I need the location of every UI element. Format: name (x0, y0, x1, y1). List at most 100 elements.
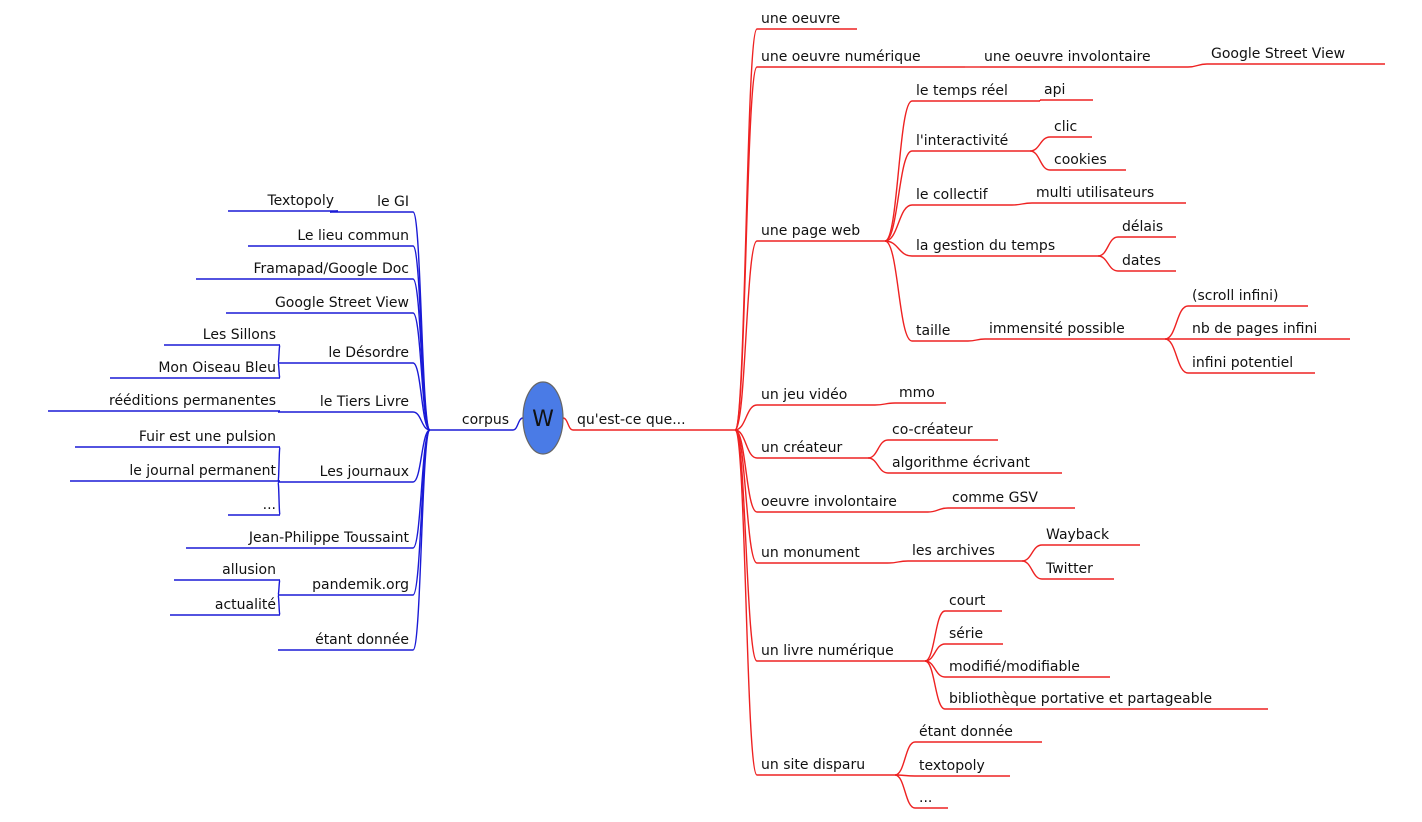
node-label: le GI (377, 194, 409, 210)
node-label: un créateur (761, 440, 843, 456)
node-label: Google Street View (1211, 46, 1345, 62)
connector-le-collectif (884, 204, 913, 242)
node-label: Les journaux (320, 464, 409, 480)
node-le-temps-reel[interactable]: le temps réel (912, 83, 1040, 102)
node-fuir-est-une-pulsion[interactable]: Fuir est une pulsion (75, 429, 280, 448)
node-etant-donnee[interactable]: étant donnée (278, 632, 413, 651)
node-label: une oeuvre involontaire (984, 49, 1151, 65)
node-modifie-modifiable[interactable]: modifié/modifiable (945, 659, 1110, 678)
node-un-site-disparu[interactable]: un site disparu (757, 757, 895, 776)
node-label: api (1044, 82, 1065, 98)
node-jean-philippe-toussaint[interactable]: Jean-Philippe Toussaint (186, 530, 413, 549)
node-label: textopoly (919, 758, 985, 774)
node-un-monument[interactable]: un monument (757, 545, 888, 564)
node-le-desordre[interactable]: le Désordre (278, 345, 413, 364)
node-textopoly[interactable]: textopoly (915, 758, 1010, 777)
node-google-street-view[interactable]: Google Street View (1207, 46, 1385, 65)
node-court[interactable]: court (945, 593, 1002, 612)
node-co-createur[interactable]: co-créateur (888, 422, 998, 441)
node-une-oeuvre[interactable]: une oeuvre (757, 11, 857, 30)
node-label: (scroll infini) (1192, 288, 1279, 304)
node-mon-oiseau-bleu[interactable]: Mon Oiseau Bleu (110, 360, 280, 379)
root-node[interactable]: W (522, 381, 564, 455)
node-etant-donnee[interactable]: étant donnée (915, 724, 1042, 743)
node-label: clic (1054, 119, 1077, 135)
node-comme-gsv[interactable]: comme GSV (948, 490, 1075, 509)
node-label: dates (1122, 253, 1161, 269)
node-label: un jeu vidéo (761, 387, 847, 403)
connector-le-temps-reel (884, 100, 913, 242)
node-un-jeu-video[interactable]: un jeu vidéo (757, 387, 875, 406)
node-google-street-view[interactable]: Google Street View (226, 295, 413, 314)
node-les-journaux[interactable]: Les journaux (278, 464, 413, 483)
node-le-journal-permanent[interactable]: le journal permanent (70, 463, 280, 482)
node-label: actualité (215, 597, 276, 613)
node-ellipsis[interactable]: ... (915, 790, 948, 809)
node-les-archives[interactable]: les archives (908, 543, 1022, 562)
node-reeditions-permanentes[interactable]: rééditions permanentes (48, 393, 280, 412)
connector-serie (924, 643, 946, 662)
node-les-sillons[interactable]: Les Sillons (164, 327, 280, 346)
node-qu-est-ce-que[interactable]: qu'est-ce que... (573, 412, 735, 431)
node-une-oeuvre-involontaire[interactable]: une oeuvre involontaire (980, 49, 1188, 68)
node-framapad-google-doc[interactable]: Framapad/Google Doc (196, 261, 413, 280)
connector-un-site-disparu (734, 429, 758, 776)
node-le-lieu-commun[interactable]: Le lieu commun (248, 228, 413, 247)
node-infini-potentiel[interactable]: infini potentiel (1188, 355, 1315, 374)
node-multi-utilisateurs[interactable]: multi utilisateurs (1032, 185, 1186, 204)
connector-fuir-est-une-pulsion (277, 446, 281, 483)
node-textopoly[interactable]: Textopoly (228, 193, 338, 212)
node-label: rééditions permanentes (109, 393, 276, 409)
connector-ellipsis (894, 774, 916, 809)
node-le-tiers-livre[interactable]: le Tiers Livre (278, 394, 413, 413)
node-label: mmo (899, 385, 935, 401)
node-actualite[interactable]: actualité (170, 597, 280, 616)
node-oeuvre-involontaire[interactable]: oeuvre involontaire (757, 494, 928, 513)
mindmap-nodes: corpus le GI Textopoly Le lieu communFramap… (48, 11, 1385, 809)
connector-le-lieu-commun (412, 245, 431, 431)
node-corpus[interactable]: corpus (430, 412, 513, 431)
node-nb-de-pages-infini[interactable]: nb de pages infini (1188, 321, 1350, 340)
mindmap-edges (277, 28, 1208, 809)
connector-comme-gsv (927, 507, 949, 513)
connector-framapad-google-doc (412, 278, 431, 431)
connector-allusion (277, 579, 281, 596)
connector-clic (1029, 136, 1051, 152)
node-label: bibliothèque portative et partageable (949, 691, 1212, 707)
connector-bibliotheque-portative-et-partageable (924, 660, 946, 710)
node-un-livre-numerique[interactable]: un livre numérique (757, 643, 925, 662)
node-label: infini potentiel (1192, 355, 1293, 371)
node-serie[interactable]: série (945, 626, 1003, 645)
node-un-createur[interactable]: un créateur (757, 440, 868, 459)
node-delais[interactable]: délais (1118, 219, 1176, 238)
node-la-gestion-du-temps[interactable]: la gestion du temps (912, 238, 1098, 257)
node-une-page-web[interactable]: une page web (757, 223, 885, 242)
node-cookies[interactable]: cookies (1050, 152, 1126, 171)
node-taille[interactable]: taille (912, 323, 968, 342)
node-immensite-possible[interactable]: immensité possible (985, 321, 1165, 340)
node-bibliotheque-portative-et-partageable[interactable]: bibliothèque portative et partageable (945, 691, 1268, 710)
node-dates[interactable]: dates (1118, 253, 1176, 272)
connector-wayback (1021, 544, 1043, 562)
node-le-gi[interactable]: le GI (330, 194, 413, 213)
node-algorithme-ecrivant[interactable]: algorithme écrivant (888, 455, 1062, 474)
connector-les-archives (887, 560, 909, 564)
node-l-interactivite[interactable]: l'interactivité (912, 133, 1030, 152)
node-label: Google Street View (275, 295, 409, 311)
node-une-oeuvre-numerique[interactable]: une oeuvre numérique (757, 49, 965, 68)
node-scroll-infini[interactable]: (scroll infini) (1188, 288, 1308, 307)
node-label: oeuvre involontaire (761, 494, 897, 510)
connector-mmo (874, 402, 896, 406)
node-label: l'interactivité (916, 133, 1008, 149)
node-le-collectif[interactable]: le collectif (912, 187, 1012, 206)
node-mmo[interactable]: mmo (895, 385, 946, 404)
node-clic[interactable]: clic (1050, 119, 1092, 138)
node-label: un livre numérique (761, 643, 894, 659)
node-pandemik-org[interactable]: pandemik.org (278, 577, 413, 596)
node-ellipsis[interactable]: ... (228, 497, 280, 516)
node-allusion[interactable]: allusion (174, 562, 280, 581)
node-api[interactable]: api (1040, 82, 1093, 101)
node-twitter[interactable]: Twitter (1042, 561, 1114, 580)
node-wayback[interactable]: Wayback (1042, 527, 1140, 546)
connector-une-page-web (734, 240, 758, 431)
